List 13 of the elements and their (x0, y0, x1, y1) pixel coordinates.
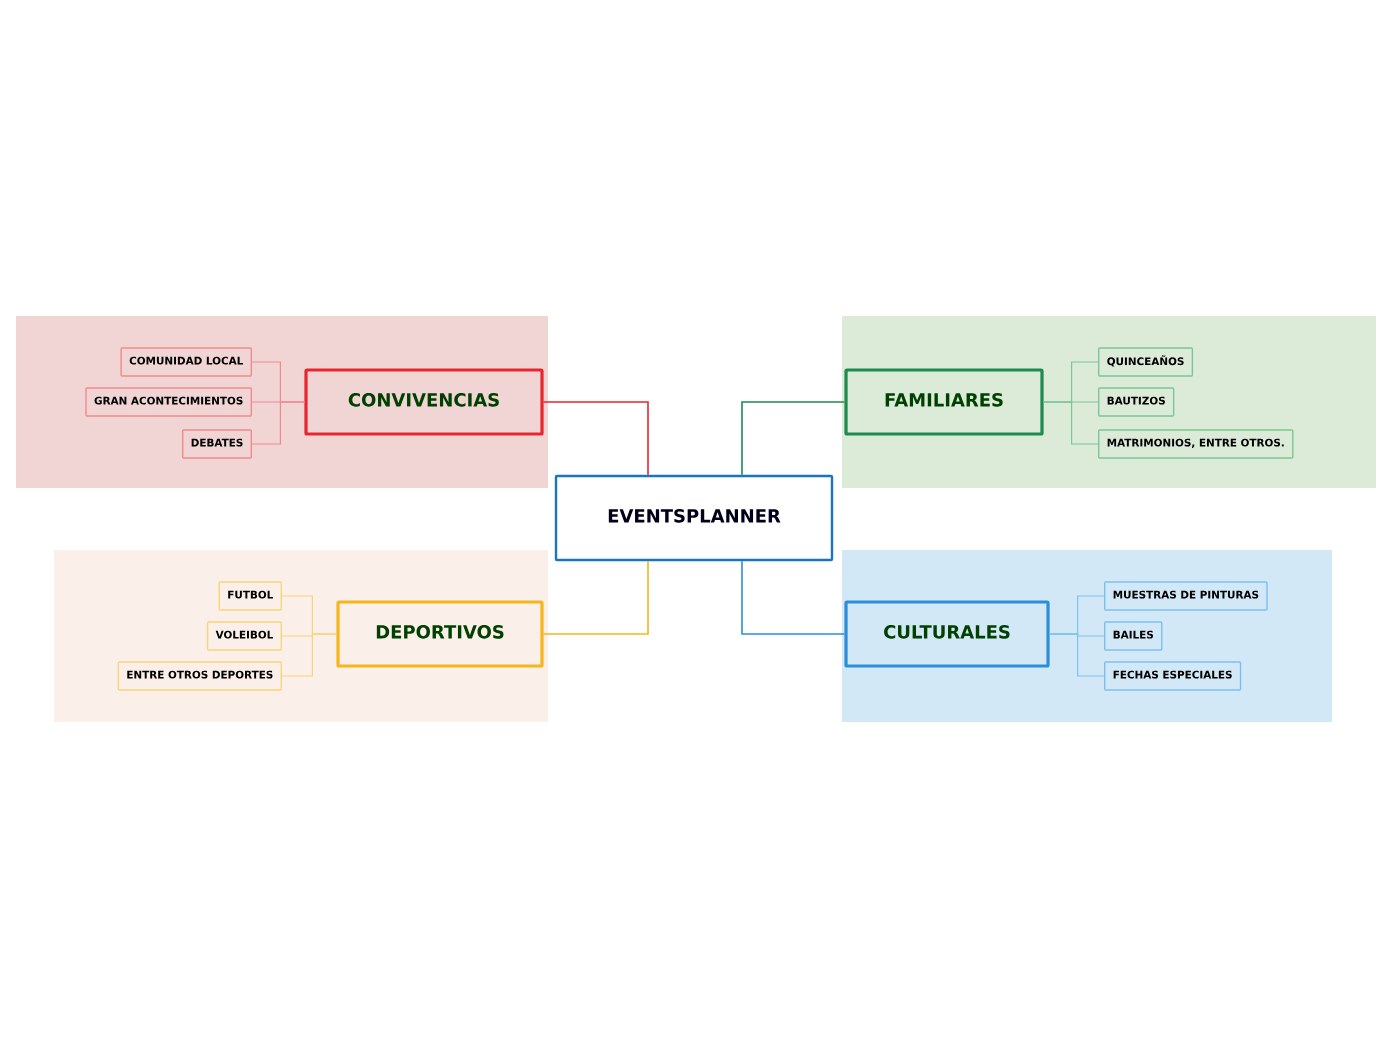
connector-line (542, 560, 649, 635)
topic-box: CULTURALES (844, 600, 1050, 668)
connector-line (281, 633, 337, 677)
topic-box: CONVIVENCIAS (304, 368, 544, 436)
connector-line (1049, 633, 1105, 677)
connector-line (741, 401, 846, 476)
central-topic-box: EVENTSPLANNER (554, 474, 834, 562)
topic-box: DEPORTIVOS (336, 600, 544, 668)
topic-box: FAMILIARES (844, 368, 1044, 436)
connector-line (1043, 401, 1099, 445)
connector-line (741, 560, 846, 635)
connector-line (542, 401, 649, 476)
connector-line (251, 401, 305, 445)
